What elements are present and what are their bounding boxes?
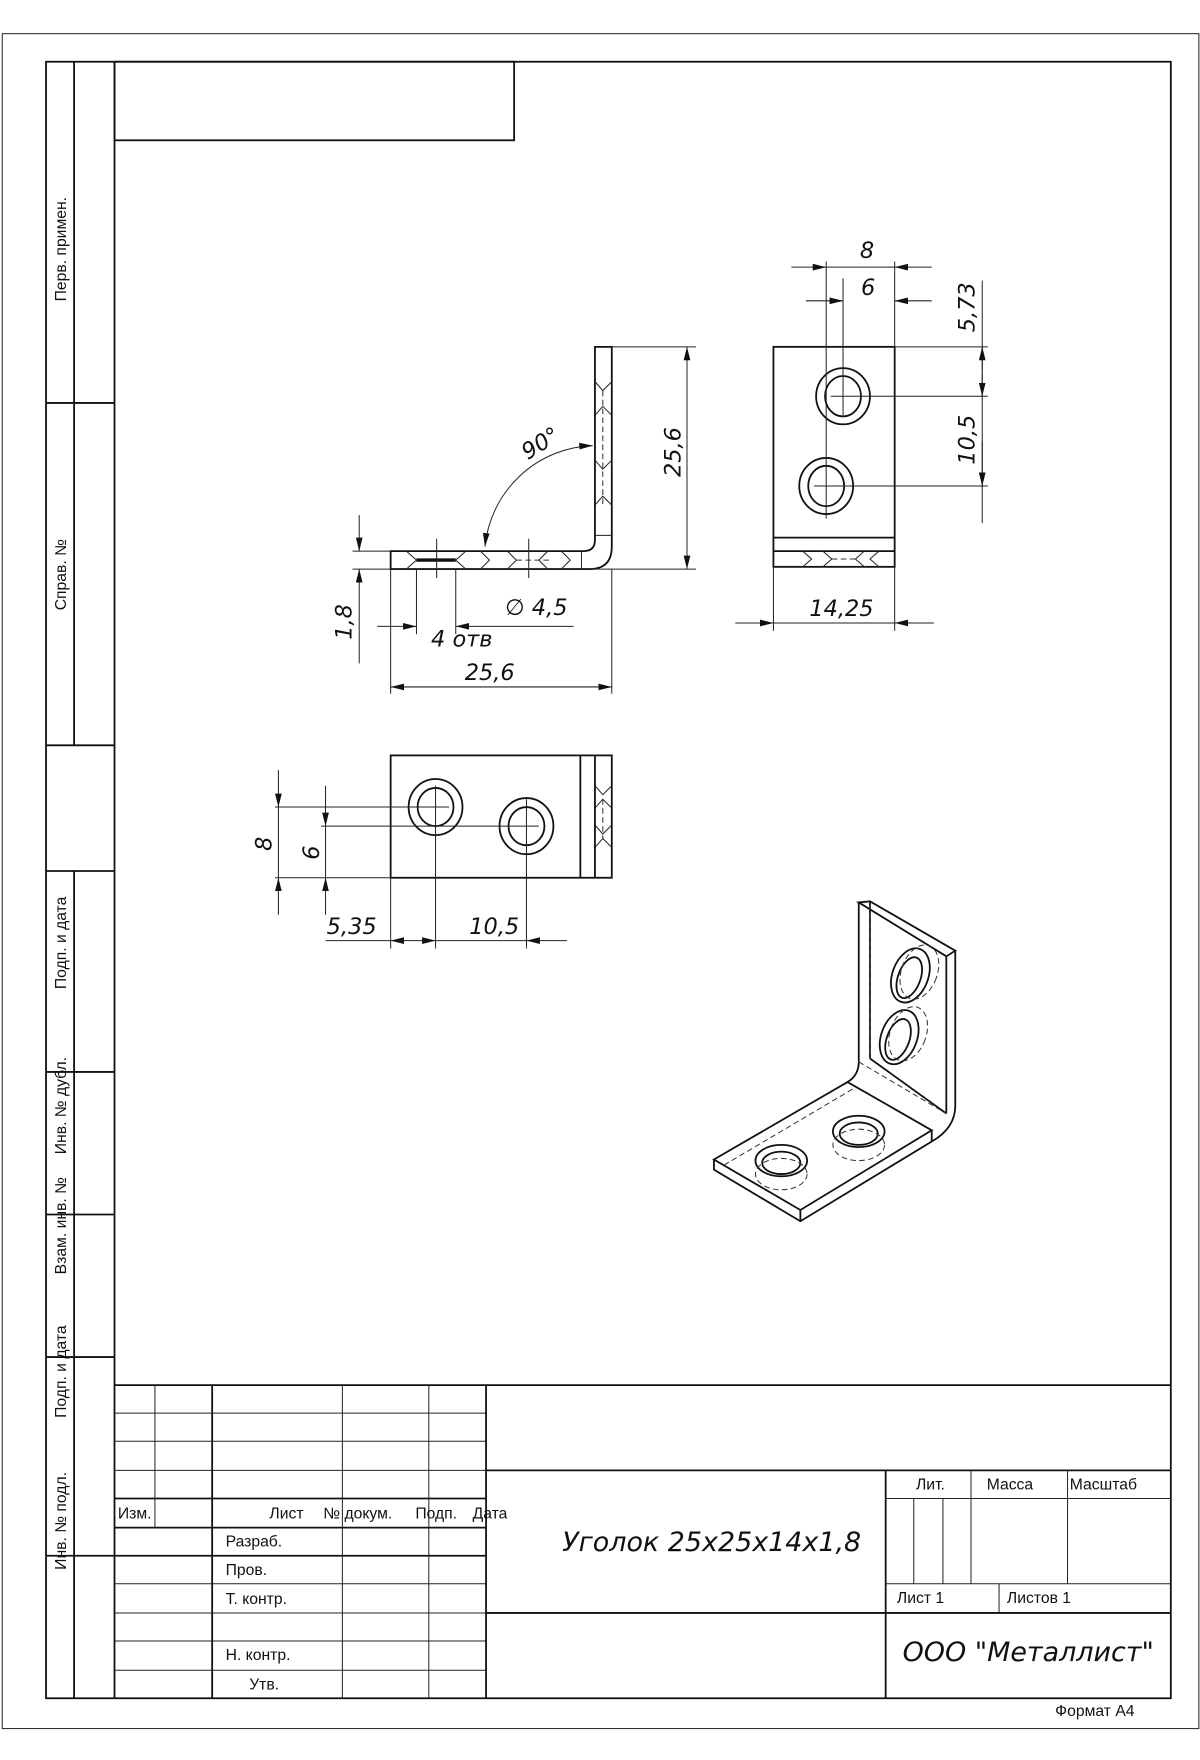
sheet-count: Листов 1 [1007,1590,1071,1607]
top-view: 8 6 5,35 10,5 [252,754,613,949]
label-vzam-inv: Взам. инв. № [53,1177,70,1274]
dim-hole-count: 4 отв [431,627,492,653]
label-podp-data-2: Подп. и дата [53,1325,70,1418]
header-masshtab: Масштаб [1070,1476,1137,1493]
dim-top-5-35: 5,35 [327,914,377,940]
dim-thickness-1-8: 1,8 [331,604,357,640]
top-left-stamp-box [113,60,516,142]
col-data: Дата [473,1506,508,1523]
col-n-dokum: № докум. [323,1506,392,1523]
side-view: 8 6 5,73 10,5 14,25 [735,238,988,631]
isometric-view [712,900,958,1223]
row-t-kontr: Т. контр. [226,1591,287,1608]
col-list: Лист [269,1506,303,1523]
left-strip: Перв. примен. Справ. № Подп. и дата Инв.… [46,61,116,1699]
dim-hole-diameter: ∅ 4,5 [505,595,567,621]
col-izm: Изм. [118,1506,152,1523]
title-block: Изм. Лист № докум. Подп. Дата Разраб. Пр… [114,1384,1171,1720]
row-razrab: Разраб. [226,1534,283,1551]
part-title: Уголок 25x25x14x1,8 [562,1527,861,1558]
dim-top-8: 8 [252,837,278,851]
row-prov: Пров. [226,1562,267,1579]
dim-side-5-73: 5,73 [954,282,980,332]
section-hatch [406,381,613,570]
dim-top-6: 6 [299,846,325,860]
company-name: ООО "Металлист" [903,1637,1154,1668]
sheet-number: Лист 1 [897,1590,944,1607]
format-label: Формат А4 [1055,1703,1135,1720]
label-sprav-no: Справ. № [53,539,70,610]
front-view: 90° 25,6 1,8 ∅ 4,5 4 отв 25,6 [331,345,696,694]
label-inv-dubl: Инв. № дубл. [53,1057,70,1154]
drawing-frame [45,60,1172,1700]
dim-side-6: 6 [861,275,875,301]
outer-trim-border [1,33,1200,1730]
dim-side-width-14-25: 14,25 [809,596,873,622]
header-massa: Масса [987,1476,1034,1493]
dim-side-8: 8 [860,238,874,264]
label-podp-data-1: Подп. и дата [53,896,70,989]
row-n-kontr: Н. контр. [226,1647,291,1664]
dim-angle-90: 90° [517,422,565,465]
col-podp: Подп. [415,1506,457,1523]
header-lit: Лит. [916,1476,945,1493]
dim-width-25-6: 25,6 [465,660,515,686]
dim-height-25-6: 25,6 [660,427,686,477]
dim-top-10-5: 10,5 [469,914,519,940]
label-perv-primen: Перв. примен. [53,197,70,301]
row-utv: Утв. [249,1676,279,1693]
label-inv-podl: Инв. № подл. [53,1472,70,1570]
dim-side-10-5: 10,5 [954,415,980,465]
